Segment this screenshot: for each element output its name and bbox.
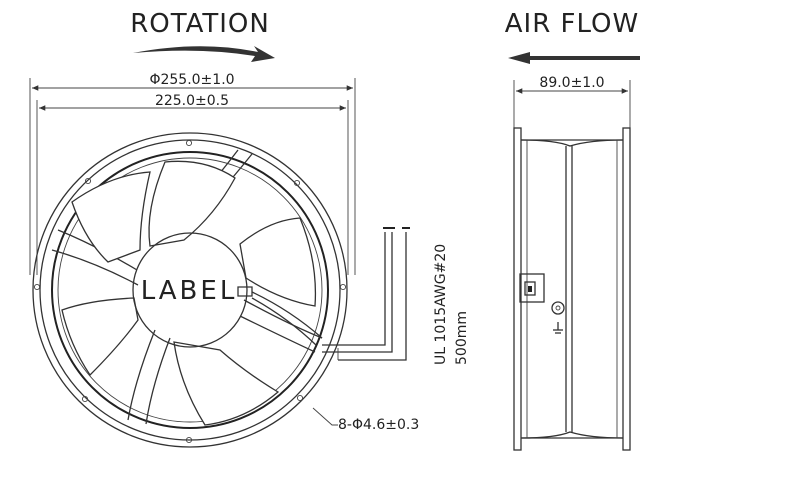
rotation-title: ROTATION bbox=[130, 9, 270, 39]
airflow-arrow bbox=[508, 52, 640, 64]
ground-terminal bbox=[551, 301, 565, 334]
front-view: ROTATION Φ255.0±1.0 225.0±0.5 bbox=[29, 9, 470, 448]
fan-blades bbox=[61, 160, 317, 426]
wire-spec-label: UL 1015AWG#20 bbox=[433, 244, 449, 365]
hub-label: LABEL bbox=[141, 276, 238, 306]
mounting-holes bbox=[33, 139, 347, 444]
depth-dimension: 89.0±1.0 bbox=[513, 75, 631, 135]
mount-hole-label: 8-Φ4.6±0.3 bbox=[338, 417, 419, 433]
airflow-title: AIR FLOW bbox=[505, 9, 639, 39]
fan-hub bbox=[132, 232, 248, 348]
mount-hole-callout: 8-Φ4.6±0.3 bbox=[312, 407, 419, 433]
outer-diameter-dimension: Φ255.0±1.0 bbox=[29, 72, 356, 275]
wire-harness bbox=[237, 227, 410, 361]
hole-spacing-label: 225.0±0.5 bbox=[155, 93, 229, 109]
wire-length-label: 500mm bbox=[454, 311, 470, 365]
hole-spacing-dimension: 225.0±0.5 bbox=[36, 93, 349, 275]
fan-side-profile bbox=[513, 127, 631, 451]
side-view: AIR FLOW 89.0±1.0 bbox=[505, 9, 640, 451]
side-connector bbox=[519, 273, 545, 303]
rotation-arrow bbox=[133, 46, 275, 62]
depth-label: 89.0±1.0 bbox=[539, 75, 604, 91]
outer-diameter-label: Φ255.0±1.0 bbox=[149, 72, 234, 88]
fan-frame bbox=[32, 132, 348, 448]
